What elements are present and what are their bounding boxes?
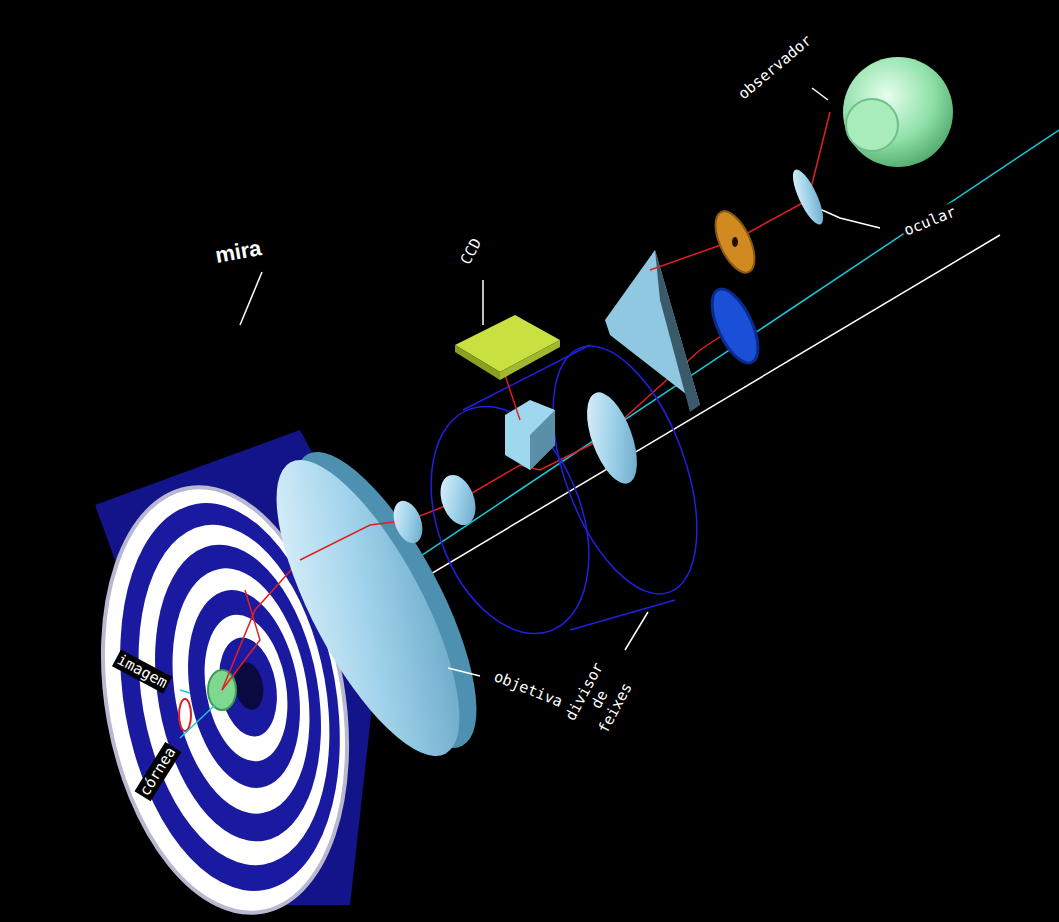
splitter-cube bbox=[505, 400, 555, 470]
relay-lens bbox=[388, 497, 427, 547]
objective-lens bbox=[242, 428, 511, 779]
part-label: CCD bbox=[456, 234, 488, 270]
ray bbox=[505, 375, 520, 420]
leader-line bbox=[482, 280, 484, 325]
leader-lines bbox=[240, 88, 880, 676]
part-label: mira bbox=[211, 234, 265, 270]
aperture bbox=[707, 206, 762, 278]
part-label: ocular bbox=[899, 202, 960, 242]
reflected-image bbox=[179, 699, 191, 731]
reference-axis bbox=[345, 235, 1000, 625]
leader-lines bbox=[180, 690, 215, 738]
part-label: objetiva bbox=[489, 667, 567, 713]
ocular-lens bbox=[787, 166, 829, 228]
part-label: divisor de feixes bbox=[557, 650, 644, 749]
observer-eye bbox=[843, 57, 953, 167]
field-lens bbox=[577, 386, 647, 490]
ccd-sensor bbox=[455, 315, 560, 380]
ray bbox=[222, 590, 260, 690]
ray bbox=[222, 560, 300, 690]
prism bbox=[605, 250, 700, 412]
filter-lens bbox=[703, 283, 768, 370]
relay-lens bbox=[434, 470, 482, 530]
part-label: observador bbox=[733, 30, 818, 105]
